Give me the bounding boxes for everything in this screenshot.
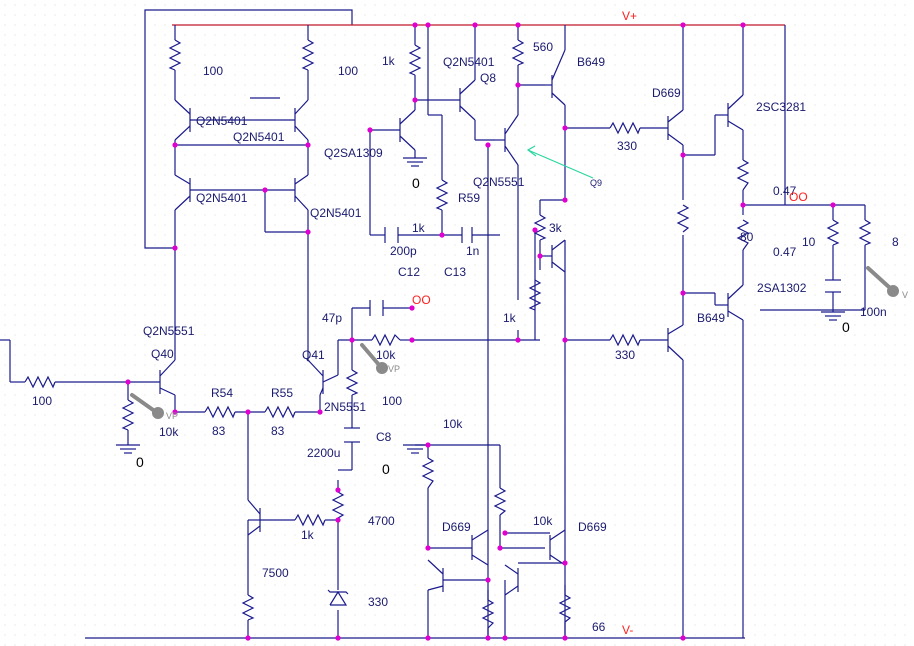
- r-label-10k-c: 10k: [443, 417, 463, 431]
- r-label-83a: 83: [212, 424, 226, 438]
- r-label-66: 66: [592, 620, 606, 634]
- r-label-10k-d: 10k: [533, 514, 553, 528]
- ground-label-4: 0: [382, 461, 390, 477]
- oo-label-2: OO: [412, 293, 431, 307]
- r-label-047a: 0.47: [773, 184, 797, 198]
- probes: [130, 266, 899, 419]
- c-label-1n: 1n: [466, 244, 479, 258]
- r-label-330c: 330: [368, 595, 388, 609]
- r55-label: R55: [271, 386, 293, 400]
- r-label-100in: 100: [32, 394, 52, 408]
- c-label-100n: 100n: [860, 305, 887, 319]
- q-label-1: Q2N5401: [196, 114, 248, 128]
- r-label-1k-b: 1k: [412, 221, 426, 235]
- q41-label: Q41: [302, 348, 325, 362]
- q-label-3: Q2N5401: [196, 191, 248, 205]
- c13-label: C13: [444, 265, 466, 279]
- b649-label-a: B649: [577, 55, 605, 69]
- r-label-3k: 3k: [549, 221, 563, 235]
- oo-label-1: OO: [789, 190, 808, 204]
- q-label-4: Q2N5401: [310, 206, 362, 220]
- transistors: [159, 49, 744, 596]
- q-label-2sa1309: Q2SA1309: [324, 146, 383, 160]
- q-label-2sc3281: 2SC3281: [756, 100, 806, 114]
- c-label-200p: 200p: [390, 244, 417, 258]
- d669-label-c: D669: [578, 520, 607, 534]
- r54-label: R54: [211, 386, 233, 400]
- c-label-2200u: 2200u: [307, 446, 340, 460]
- vplus-label: V+: [622, 9, 637, 23]
- r-label-100c: 100: [382, 394, 402, 408]
- junctions: [125, 22, 836, 641]
- q8-label: Q8: [480, 71, 496, 85]
- d669-label-b: D669: [442, 520, 471, 534]
- wires: [0, 9, 866, 639]
- r-label-10k-a: 10k: [159, 425, 179, 439]
- c8-label: C8: [376, 430, 392, 444]
- capacitors: [344, 227, 841, 443]
- probe-label-2: VP: [388, 364, 400, 374]
- q-label-2n5551-c: 2N5551: [324, 400, 366, 414]
- c-label-47p: 47p: [322, 311, 342, 325]
- q-label-2sa1302: 2SA1302: [757, 281, 807, 295]
- b649-label-b: B649: [697, 311, 725, 325]
- r-label-8: 8: [892, 235, 899, 249]
- q-label-2: Q2N5401: [233, 130, 285, 144]
- r-label-83b: 83: [271, 424, 285, 438]
- q-label-2n5551-b: Q2N5551: [143, 324, 195, 338]
- r-label-1k-c: 1k: [503, 311, 517, 325]
- r-label-330b: 330: [615, 348, 635, 362]
- r-label-100a: 100: [203, 64, 223, 78]
- vminus-label: V-: [622, 623, 633, 637]
- q-label-7: Q2N5401: [443, 55, 495, 69]
- r-label-330a: 330: [617, 139, 637, 153]
- r-label-10k-b: 10k: [376, 348, 396, 362]
- r-label-10: 10: [802, 235, 816, 249]
- grounds: [116, 157, 845, 606]
- resistors: [24, 39, 872, 638]
- probe-label-1: VP: [166, 411, 178, 421]
- ground-label-2: 0: [842, 319, 850, 335]
- r-label-100b: 100: [338, 64, 358, 78]
- ground-label-1: 0: [412, 175, 420, 191]
- labels: V+ V- 100 100 Q2N5401 Q2N5401 Q2N5401 Q2…: [32, 9, 908, 637]
- marker-arrow: [526, 145, 594, 179]
- probe-label-3: V: [902, 290, 908, 300]
- q40-label: Q40: [151, 347, 174, 361]
- r-label-1k-d: 1k: [301, 528, 315, 542]
- r-label-4700: 4700: [368, 514, 395, 528]
- ground-label-3: 0: [136, 454, 144, 470]
- r59-label: R59: [458, 191, 480, 205]
- d669-label-a: D669: [652, 86, 681, 100]
- r-label-80: 80: [740, 230, 754, 244]
- r-label-7500: 7500: [262, 566, 289, 580]
- q9-label: Q9: [590, 178, 602, 188]
- c12-label: C12: [398, 265, 420, 279]
- q-label-2n5551-a: Q2N5551: [473, 175, 525, 189]
- r-label-1k-a: 1k: [382, 54, 396, 68]
- r-label-047b: 0.47: [773, 245, 797, 259]
- r-label-560: 560: [533, 40, 553, 54]
